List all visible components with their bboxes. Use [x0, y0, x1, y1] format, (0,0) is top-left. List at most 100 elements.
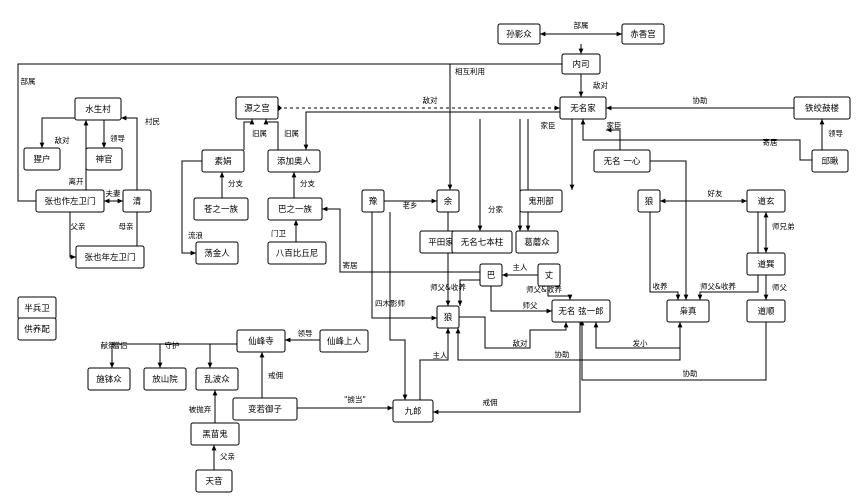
node-daoshun: 道顺: [746, 299, 786, 323]
node-box: [436, 305, 460, 329]
edge-jiulang-lang: [419, 328, 451, 400]
node-xianfeng-si: 仙峰寺: [236, 329, 286, 353]
edge-ba-hong: [490, 286, 552, 314]
edge-label-tiejiao-wuming: 协助: [693, 95, 708, 105]
node-xianfeng-shangren: 仙峰上人: [319, 329, 369, 353]
edge-label-daoshun-jiulang: 协助: [683, 368, 698, 378]
edge-label-lang-hong: 敌对: [513, 338, 528, 348]
edge-label-wen-ba: 主人: [513, 262, 528, 272]
node-box: [559, 96, 607, 120]
node-label: 道玄: [757, 196, 775, 207]
node-zhang-father-guard: 张也作左卫门: [35, 189, 105, 213]
node-yu: 余: [436, 189, 460, 213]
node-fanshan-yuan: 放山院: [143, 367, 187, 391]
edge-label-neisi-lang-link: 相互利用: [455, 66, 485, 76]
node-label: 放山院: [152, 374, 178, 385]
node-label: 无名 弦一郎: [558, 306, 603, 317]
edge-label-huo-yu: 老乡: [403, 200, 418, 210]
edge-label-wuming-guixing: 家臣: [541, 120, 556, 130]
edge-label-cang-zhu: 分支: [228, 178, 243, 188]
node-label: 仙峰上人: [327, 336, 362, 347]
edge-hong-jiulang: [433, 322, 581, 415]
edge-label-tianyin-tianyuan: 父亲: [220, 451, 235, 461]
node-label: 道顺: [757, 306, 775, 317]
edges-layer: [17, 31, 825, 470]
node-box: [74, 97, 122, 121]
node-neisi: 内司: [561, 53, 601, 75]
edge-labels-layer: 部属敌对协助领导寄居敌对部属相互利用敌对领导村民离开夫妻父亲母亲旧属分支流浪旧属…: [21, 20, 844, 461]
node-box: [793, 96, 851, 120]
node-box: [593, 149, 651, 173]
node-box: [392, 399, 434, 423]
node-box: [232, 397, 298, 421]
node-box: [201, 149, 245, 173]
edge-shuisheng-hu: [39, 117, 75, 148]
edge-label-ba-shen: 分支: [300, 178, 315, 188]
node-box: [515, 230, 559, 254]
node-label: 猩户: [33, 154, 50, 165]
edge-label-zhang-qing: 夫妻: [106, 188, 121, 198]
node-qiu-li: 邱瞅: [811, 149, 849, 173]
node-label: 枭真: [679, 306, 697, 317]
node-chixiangong: 赤香宫: [621, 23, 665, 45]
node-lang-center: 狼: [436, 305, 460, 329]
edge-label-ba-hong: 师父: [523, 300, 538, 310]
nodes-layer: 孙影众赤香宫内司无名家铁绞鼓楼邱瞅水生村猩户神官张也作左卫门清张也年左卫门源之宫…: [17, 23, 851, 493]
node-banbing-wei: 半兵卫: [17, 296, 57, 320]
edge-ba-cang: [322, 206, 480, 273]
edge-label-daoxuan-daoju: 师兄弟: [772, 221, 795, 231]
node-label: 道巽: [757, 259, 775, 270]
edge-label-qing-nian: 母亲: [119, 221, 134, 231]
node-label: 赤香宫: [630, 29, 656, 40]
node-label: 神官: [95, 154, 112, 165]
node-ba: 巴: [479, 263, 503, 287]
node-label: 鬼刑部: [528, 196, 554, 207]
node-label: 水生村: [85, 104, 111, 115]
node-daoju: 道巽: [746, 252, 786, 276]
node-box: [122, 189, 152, 213]
node-label: 巴: [487, 271, 496, 281]
edge-label-lang-daoxuan: 好友: [708, 188, 723, 198]
node-babai-qiuqiu: 八百比丘尼: [267, 241, 327, 265]
edge-label-bianhu-jiulang: "掳当": [344, 394, 366, 404]
edge-huo-jiulang: [389, 212, 408, 400]
edge-label-wuming-pingtian: 分家: [488, 204, 503, 214]
edge-zhu-yuanzhi: [243, 119, 255, 150]
edge-wen-hong: [547, 286, 573, 300]
node-shuisheng-village: 水生村: [74, 97, 122, 121]
node-box: [637, 189, 661, 213]
edge-label-zhu-yuanzhi: 旧属: [252, 129, 267, 138]
edge-yixin-hong: [650, 160, 689, 300]
edge-label-wen-hong: 师父&收养: [526, 284, 562, 294]
node-shen-jiayi-ren: 添加奥人: [267, 149, 321, 173]
node-box: [143, 367, 187, 391]
node-ba-zhi-yizu: 巴之一族: [267, 197, 323, 221]
node-zhu-pin: 素娟: [201, 149, 245, 173]
node-label: 无名 一心: [604, 156, 641, 167]
node-box: [193, 197, 249, 221]
edge-label-shen-yuanzhi: 旧属: [284, 129, 299, 138]
node-label: 施钵众: [96, 374, 122, 385]
node-label: 铁绞鼓楼: [805, 103, 840, 114]
edge-label-qiu-tiejiao: 领导: [828, 128, 843, 138]
node-box: [17, 317, 57, 341]
node-label: 巴之一族: [278, 204, 313, 215]
node-shen-guan: 神官: [85, 147, 123, 171]
node-label: 丈: [545, 270, 554, 281]
edge-label-yuanzhi-wuming: 敌对: [423, 95, 438, 105]
node-box: [811, 149, 849, 173]
node-label: 素娟: [214, 156, 231, 167]
edge-label-shangren-xianfeng: 领导: [298, 328, 313, 338]
edge-wuming-shen: [303, 111, 560, 150]
node-box: [479, 263, 503, 287]
node-hu-hu: 猩户: [23, 147, 61, 171]
node-label: 内司: [572, 59, 589, 70]
node-tiejiao-gulou: 铁绞鼓楼: [793, 96, 851, 120]
node-label: 供养配: [24, 324, 50, 335]
node-label: 张也年左卫门: [84, 252, 135, 263]
node-label: 无名七本柱: [461, 237, 504, 248]
edge-label-tianyuan-luanbo: 被抛弃: [189, 404, 212, 414]
node-label: 半兵卫: [24, 303, 50, 314]
node-box: [85, 147, 123, 171]
node-box: [451, 230, 513, 254]
